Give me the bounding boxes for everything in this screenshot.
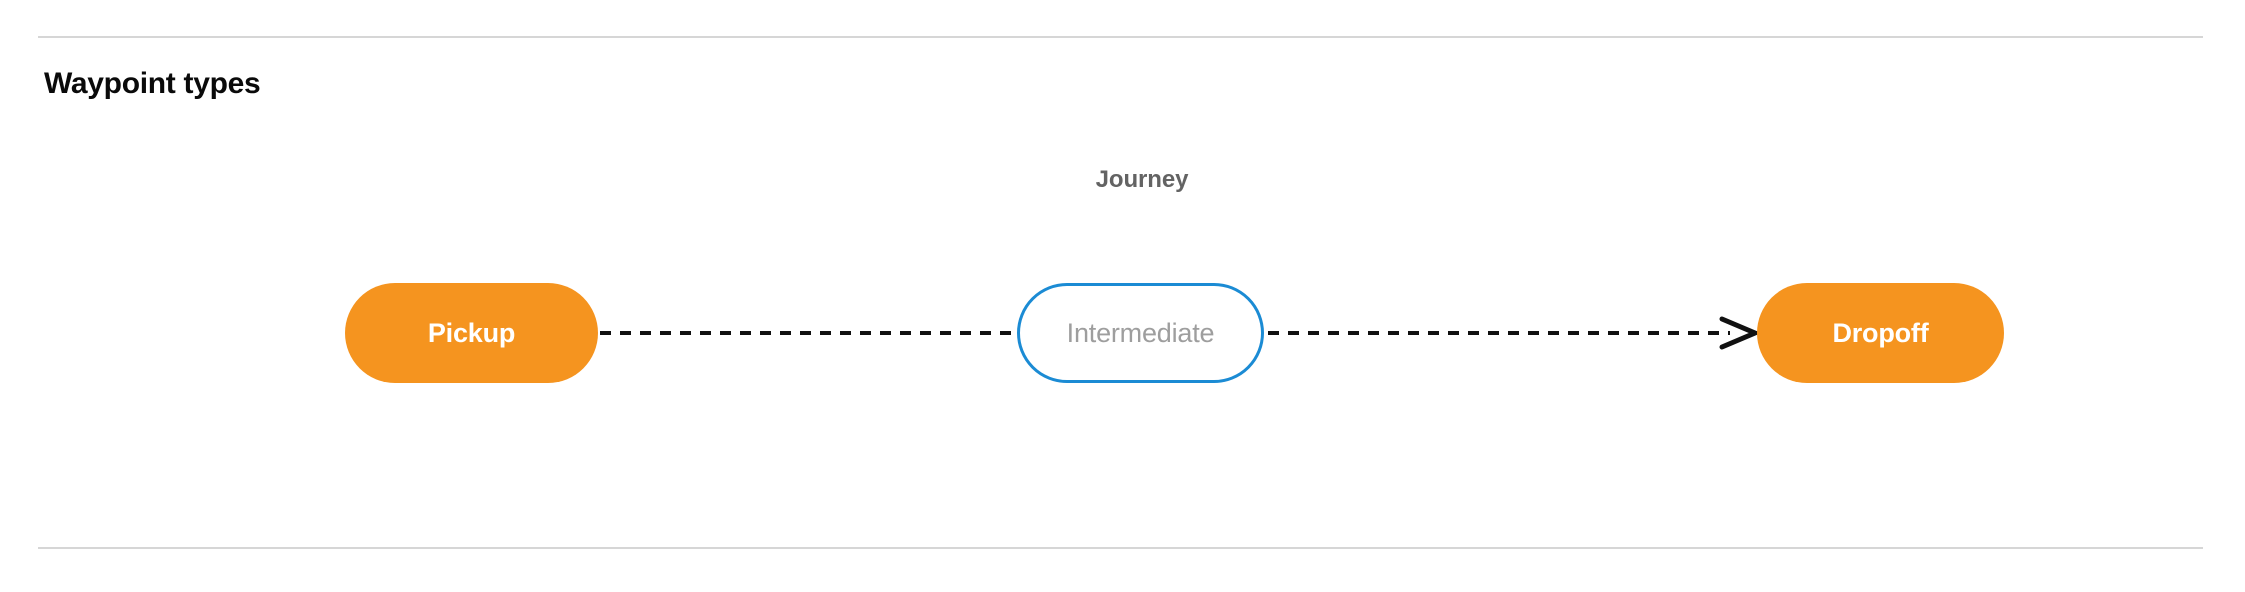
waypoint-node-dropoff[interactable]: Dropoff	[1757, 283, 2004, 383]
waypoint-node-pickup[interactable]: Pickup	[345, 283, 598, 383]
section-divider-top	[38, 36, 2203, 38]
page-title: Waypoint types	[44, 67, 261, 100]
waypoint-node-pickup-label: Pickup	[427, 317, 516, 348]
waypoint-node-intermediate[interactable]: Intermediate	[1017, 283, 1264, 383]
waypoint-node-intermediate-label: Intermediate	[1066, 317, 1215, 348]
journey-group-label: Journey	[1095, 166, 1189, 193]
waypoint-node-dropoff-label: Dropoff	[1832, 317, 1929, 348]
arrowhead-icon	[1719, 316, 1762, 350]
section-divider-bottom	[38, 547, 2203, 549]
